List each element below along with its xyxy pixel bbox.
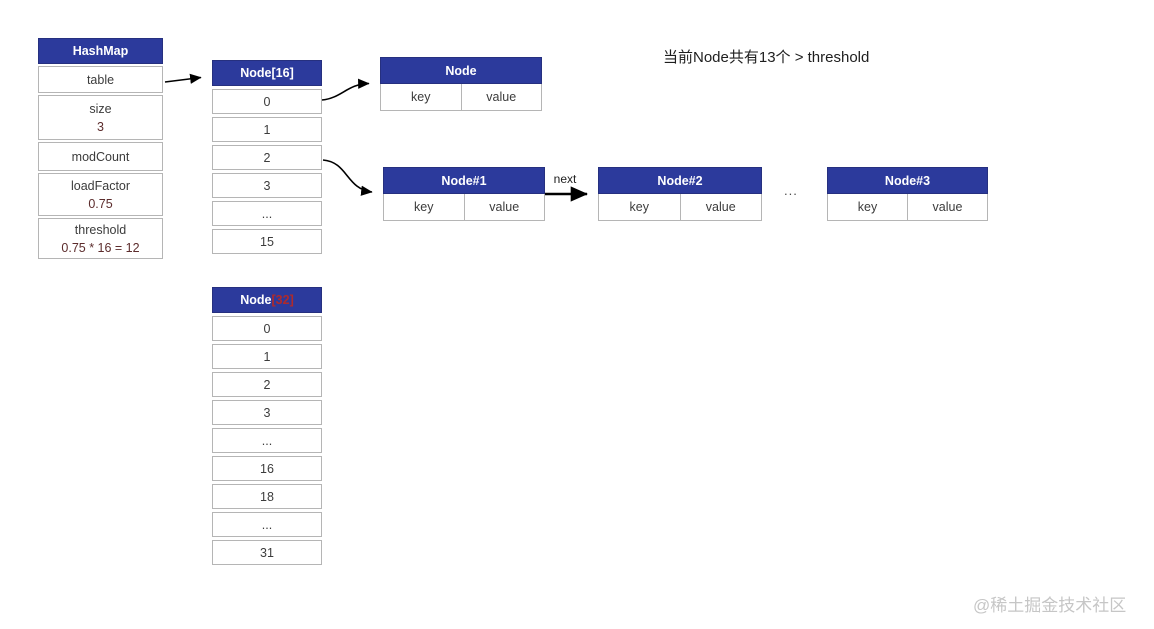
node3-key-cell: key bbox=[827, 194, 908, 221]
array32-bucket-2: 2 bbox=[212, 372, 322, 397]
node1-header: Node#1 bbox=[383, 167, 545, 194]
array32-bucket-16: 16 bbox=[212, 456, 322, 481]
hashmap-row-table: table bbox=[38, 66, 163, 93]
bucket-label: ... bbox=[261, 433, 273, 448]
node-bucket0-row: key value bbox=[380, 84, 542, 111]
next-pointer-label: next bbox=[553, 172, 577, 186]
bucket-label: 1 bbox=[263, 349, 271, 364]
node3-title: Node#3 bbox=[884, 173, 931, 188]
array32-index: [32] bbox=[271, 293, 294, 307]
arrow-bucket0-to-node bbox=[321, 78, 370, 101]
node1-row: key value bbox=[383, 194, 545, 221]
array32-bucket-18: 18 bbox=[212, 484, 322, 509]
hashmap-row-threshold: threshold 0.75 * 16 = 12 bbox=[38, 218, 163, 259]
bucket-label: 18 bbox=[260, 489, 274, 504]
array16-bucket-ellipsis: ... bbox=[212, 201, 322, 226]
bucket-label: ... bbox=[261, 517, 273, 532]
array16-bucket-15: 15 bbox=[212, 229, 322, 254]
field-label: modCount bbox=[71, 149, 130, 164]
array16-title: Node bbox=[240, 66, 272, 80]
array32-header: Node[32] bbox=[212, 287, 322, 313]
node3-value-cell: value bbox=[908, 194, 988, 221]
array16-box: Node[16] 0 1 2 3 ... 15 bbox=[212, 60, 322, 254]
node1-box: Node#1 key value bbox=[383, 167, 545, 221]
bucket-label: 15 bbox=[260, 234, 274, 249]
node-bucket0-box: Node key value bbox=[380, 57, 542, 111]
array32-bucket-31: 31 bbox=[212, 540, 322, 565]
value-label: value bbox=[705, 200, 736, 214]
array32-bucket-1: 1 bbox=[212, 344, 322, 369]
bucket-label: ... bbox=[261, 206, 273, 221]
array16-bucket-3: 3 bbox=[212, 173, 322, 198]
node-bucket0-header: Node bbox=[380, 57, 542, 84]
annotation-text: 当前Node共有13个 > threshold bbox=[663, 49, 870, 66]
value-label: value bbox=[932, 200, 963, 214]
arrow-bucket2-to-node1 bbox=[322, 159, 373, 196]
array16-index: [16] bbox=[271, 66, 294, 80]
arrow-table-to-array16 bbox=[164, 73, 202, 84]
key-label: key bbox=[411, 90, 431, 104]
node3-header: Node#3 bbox=[827, 167, 988, 194]
node1-title: Node#1 bbox=[441, 173, 487, 188]
hashmap-header: HashMap bbox=[38, 38, 163, 64]
key-label: key bbox=[414, 200, 434, 214]
bucket-label: 16 bbox=[260, 461, 274, 476]
hashmap-row-modcount: modCount bbox=[38, 142, 163, 171]
bucket-label: 0 bbox=[263, 321, 271, 336]
bucket-label: 2 bbox=[263, 150, 271, 165]
array32-bucket-ellipsis-1: ... bbox=[212, 428, 322, 453]
field-value: 0.75 bbox=[88, 196, 113, 211]
array16-bucket-2: 2 bbox=[212, 145, 322, 170]
node2-row: key value bbox=[598, 194, 762, 221]
node2-value-cell: value bbox=[680, 194, 762, 221]
array16-header: Node[16] bbox=[212, 60, 322, 86]
node2-header: Node#2 bbox=[598, 167, 762, 194]
field-label: size bbox=[89, 101, 112, 116]
watermark-text: @稀土掘金技术社区 bbox=[973, 596, 1127, 615]
field-label: table bbox=[86, 72, 115, 87]
node-bucket0-value-cell: value bbox=[461, 84, 542, 111]
bucket-label: 1 bbox=[263, 122, 271, 137]
hashmap-box: HashMap table size 3 modCount loadFactor… bbox=[38, 38, 163, 259]
hashmap-title: HashMap bbox=[72, 44, 129, 58]
bucket-label: 2 bbox=[263, 377, 271, 392]
node-bucket0-key-cell: key bbox=[380, 84, 462, 111]
bucket-label: 31 bbox=[260, 545, 274, 560]
key-label: key bbox=[629, 200, 649, 214]
field-label: loadFactor bbox=[70, 178, 131, 193]
hashmap-row-size: size 3 bbox=[38, 95, 163, 140]
value-label: value bbox=[486, 90, 517, 104]
hashmap-row-loadfactor: loadFactor 0.75 bbox=[38, 173, 163, 216]
array16-bucket-0: 0 bbox=[212, 89, 322, 114]
node1-key-cell: key bbox=[383, 194, 465, 221]
array32-bucket-ellipsis-2: ... bbox=[212, 512, 322, 537]
field-value: 0.75 * 16 = 12 bbox=[61, 240, 140, 255]
key-label: key bbox=[857, 200, 878, 214]
node1-value-cell: value bbox=[464, 194, 545, 221]
node2-key-cell: key bbox=[598, 194, 681, 221]
array32-bucket-0: 0 bbox=[212, 316, 322, 341]
node2-box: Node#2 key value bbox=[598, 167, 762, 221]
array16-bucket-1: 1 bbox=[212, 117, 322, 142]
node-bucket0-title: Node bbox=[445, 63, 477, 78]
field-label: threshold bbox=[74, 222, 127, 237]
node2-title: Node#2 bbox=[657, 173, 703, 188]
node3-box: Node#3 key value bbox=[827, 167, 988, 221]
bucket-label: 3 bbox=[263, 178, 271, 193]
array32-box: Node[32] 0 1 2 3 ... 16 18 ... 31 bbox=[212, 287, 322, 565]
bucket-label: 0 bbox=[263, 94, 271, 109]
value-label: value bbox=[489, 200, 520, 214]
array32-title: Node bbox=[240, 293, 272, 307]
chain-ellipsis: ... bbox=[784, 183, 798, 198]
node3-row: key value bbox=[827, 194, 988, 221]
field-value: 3 bbox=[97, 119, 104, 134]
array32-bucket-3: 3 bbox=[212, 400, 322, 425]
bucket-label: 3 bbox=[263, 405, 271, 420]
